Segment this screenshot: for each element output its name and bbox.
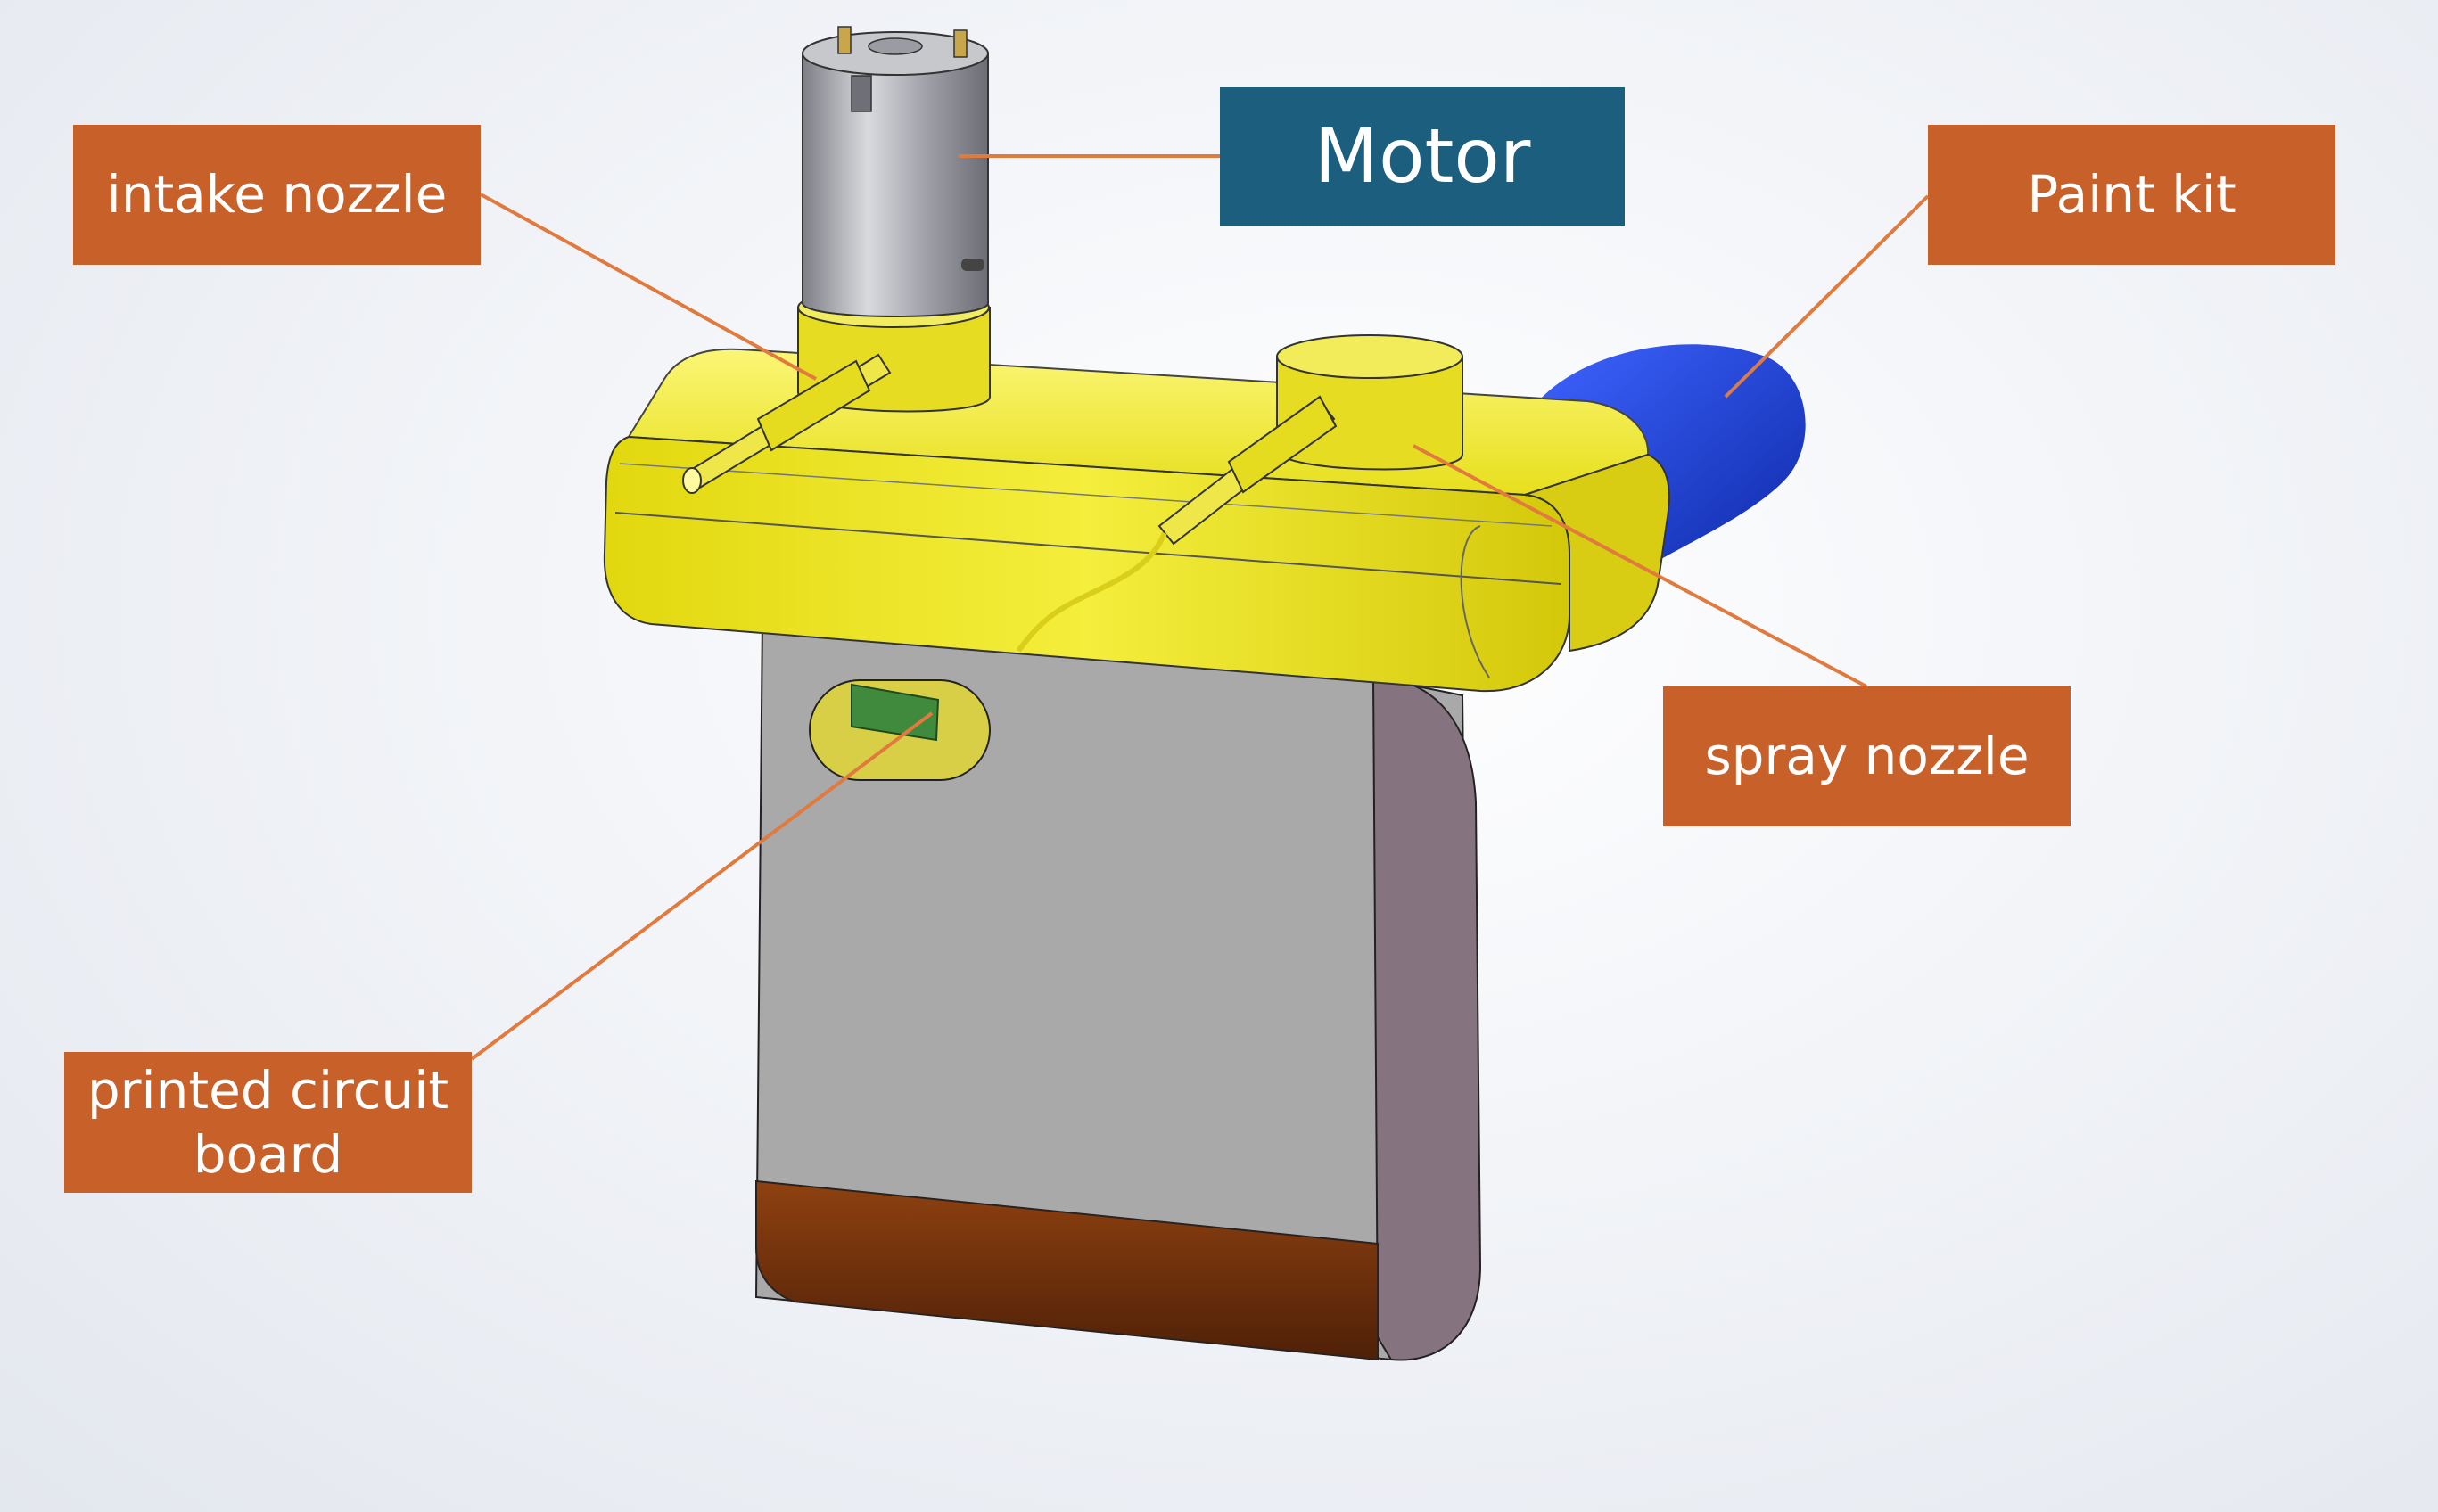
pcb-window [809,679,991,781]
leader-paint [1724,194,1930,399]
label-intake-nozzle: intake nozzle [73,125,481,265]
spray-nozzle-tube [1016,395,1338,653]
spray-cap [1276,334,1463,471]
leader-pcb [470,711,934,1061]
main-body [754,613,1482,1361]
leader-intake [480,193,817,381]
leader-spray [1413,444,1867,688]
label-paint-kit: Paint kit [1928,125,2335,265]
label-printed-circuit-board: printed circuit board [64,1052,472,1193]
label-spray-nozzle: spray nozzle [1663,686,2071,826]
label-motor: Motor [1220,87,1625,226]
intake-nozzle-tube [682,353,892,494]
motor [797,26,991,413]
leader-lines [470,154,1930,1061]
